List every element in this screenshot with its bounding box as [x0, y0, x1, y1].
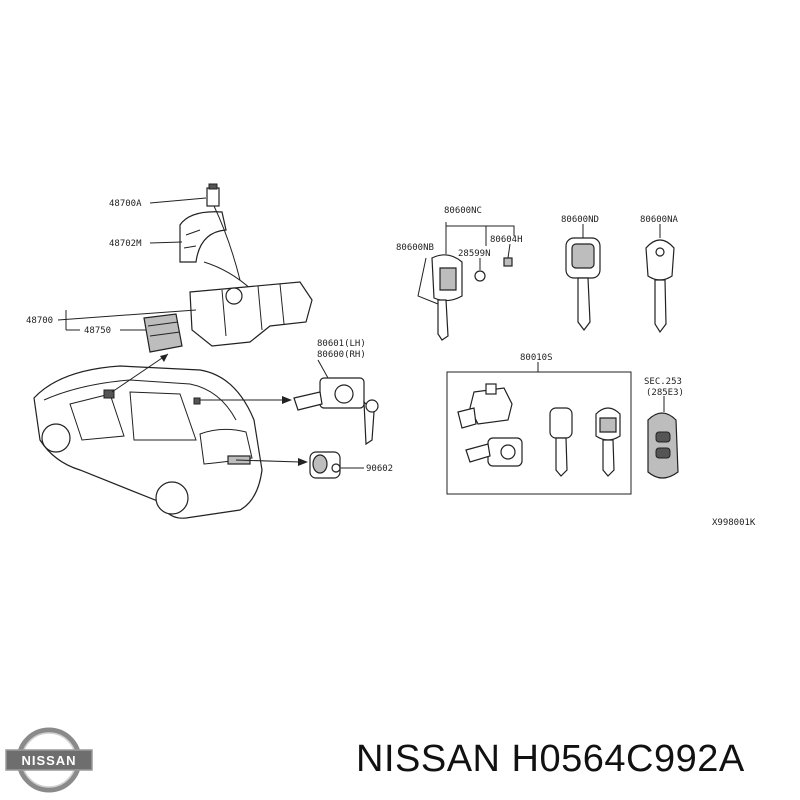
door-lock-assembly	[293, 377, 379, 446]
label-48700A: 48700A	[109, 199, 142, 209]
label-80600NA: 80600NA	[640, 215, 679, 225]
part-48700A-shape	[206, 187, 220, 207]
key-80600NA-blade	[654, 279, 667, 334]
key-80600ND-grip	[571, 243, 595, 269]
car-rear-wheel	[155, 481, 189, 515]
door-lock-cylinder	[334, 384, 354, 404]
part-48750-shape	[143, 313, 183, 353]
leader-80600NB	[417, 257, 439, 305]
car-windows	[69, 391, 197, 441]
part-48700-detail	[221, 283, 285, 337]
label-80604H: 80604H	[490, 235, 523, 245]
lockset-80010S	[446, 362, 632, 495]
label-80601LH: 80601(LH)	[317, 339, 366, 349]
door-lock-key-head	[365, 399, 379, 413]
back-door-lock	[309, 451, 341, 479]
nissan-logo: NISSAN	[5, 727, 93, 793]
label-80600RH: 80600(RH)	[317, 350, 366, 360]
bracket-80600NC	[445, 222, 515, 236]
car-door-marker	[193, 397, 201, 405]
logo-bar	[5, 749, 93, 771]
ignition-leaders	[57, 197, 207, 331]
label-48702M: 48702M	[109, 239, 142, 249]
door-lock-rod	[293, 391, 323, 411]
label-285E3: (285E3)	[646, 388, 684, 398]
lockset-ignition-top	[485, 383, 497, 395]
label-80600NB: 80600NB	[396, 243, 434, 253]
lockset-key2-blade	[602, 439, 615, 477]
logo-text: NISSAN	[21, 753, 76, 768]
lockset-module	[457, 407, 477, 429]
lockset-box	[446, 371, 632, 495]
label-90602: 90602	[366, 464, 393, 474]
lockset-key2-grip	[599, 417, 617, 433]
car-ignition-marker	[103, 389, 115, 399]
intelligent-key-button2	[655, 447, 671, 459]
lockset-door-cyl	[500, 444, 516, 460]
part-48700-shape	[189, 281, 313, 347]
key-80600ND	[565, 224, 601, 331]
ignition-assembly	[143, 183, 313, 353]
back-door-lock-cylinder	[331, 463, 341, 473]
lockset-key1-blade	[555, 437, 568, 477]
car-arrows	[111, 353, 308, 466]
key-80600NB-blade	[437, 299, 449, 341]
label-80600ND: 80600ND	[561, 215, 599, 225]
lockset-key1-head	[549, 407, 573, 439]
lockset-ignition	[469, 387, 513, 425]
key-80600NA	[645, 224, 675, 334]
label-80600NC: 80600NC	[444, 206, 482, 216]
car-rear-glass	[199, 428, 253, 465]
part-80604H-shape	[503, 257, 513, 267]
label-48750: 48750	[84, 326, 111, 336]
label-sec253: SEC.253	[644, 377, 682, 387]
part-48702M-ribs	[183, 229, 201, 249]
key-80600ND-blade	[577, 277, 591, 331]
car-body	[33, 365, 263, 519]
intelligent-key-body	[647, 412, 679, 479]
part-48700A-cap	[208, 183, 218, 190]
label-80010S: 80010S	[520, 353, 553, 363]
label-28599N: 28599N	[458, 249, 491, 259]
label-48700: 48700	[26, 316, 53, 326]
part-48700-knob	[225, 287, 243, 305]
car-illustration	[33, 365, 263, 519]
key-80600NA-head	[645, 239, 675, 281]
part-28599N-shape	[474, 270, 486, 282]
part-48702M-shape	[179, 211, 227, 263]
key-80600NA-hole	[655, 247, 665, 257]
part-caption: NISSAN H0564C992A	[356, 738, 745, 780]
keyset-nc	[417, 222, 515, 341]
lockset-rod	[465, 443, 491, 463]
part-48750-detail	[147, 321, 181, 337]
intelligent-key-button1	[655, 431, 671, 443]
key-80600NB-buttons	[439, 267, 457, 291]
intelligent-key	[647, 396, 679, 479]
back-door-lock-face	[312, 454, 328, 474]
car-front-wheel	[41, 423, 71, 453]
diagram-id: X998001K	[712, 518, 756, 528]
